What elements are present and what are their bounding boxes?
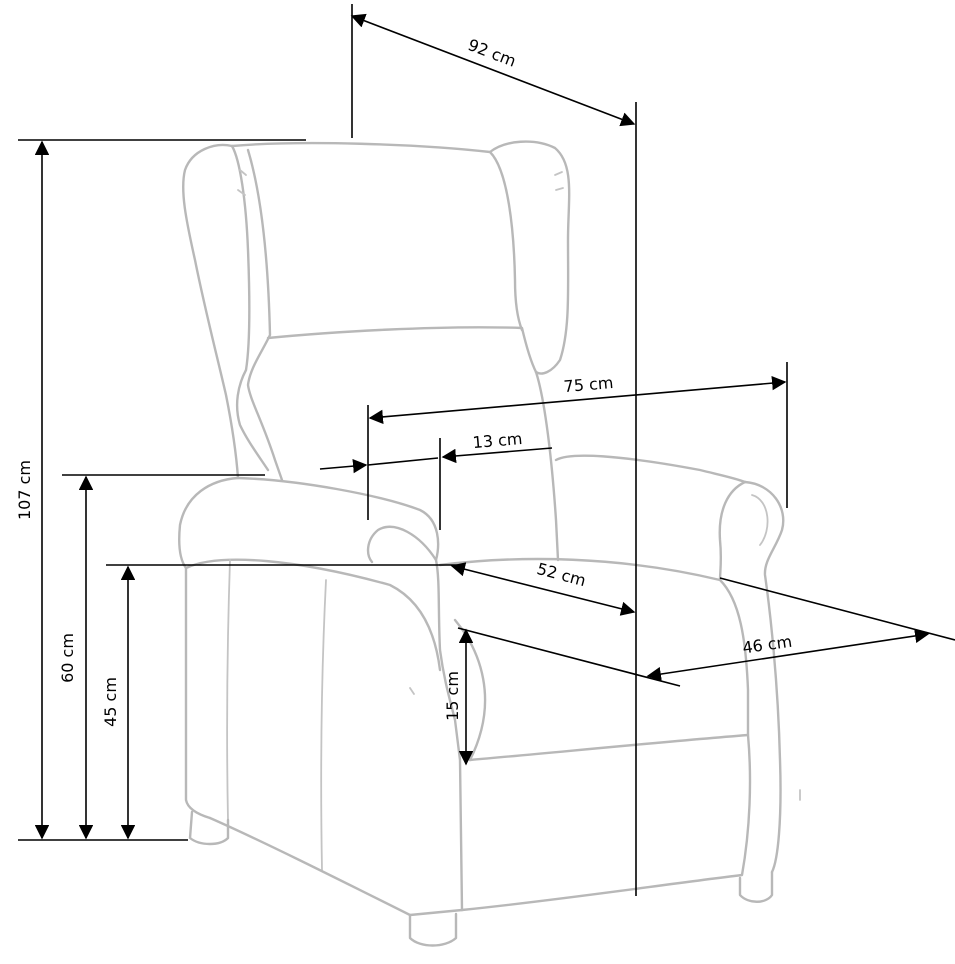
armrest-width-line <box>367 457 439 466</box>
left-front-foot <box>188 810 230 846</box>
left-wing-seam <box>237 169 247 196</box>
dimension-labels: 92 cm 107 cm 75 cm 13 cm 60 cm 45 cm 52 … <box>15 35 793 727</box>
right-wing-seam <box>554 171 564 191</box>
lower-back <box>534 370 560 562</box>
label-seat-thickness: 15 cm <box>443 671 462 721</box>
armrest-width-arrow-right <box>441 447 553 464</box>
back-cushion-left-edge <box>246 148 284 482</box>
seat-width-extension-left <box>457 627 681 687</box>
back-cushion-divider <box>266 326 538 374</box>
back-bottom-mark <box>409 687 801 801</box>
label-seat-depth: 52 cm <box>535 559 588 590</box>
left-bottom-edge <box>208 816 464 917</box>
dimension-lines <box>18 4 955 896</box>
seat-cushion <box>438 557 750 737</box>
seat-depth-arrow <box>450 562 636 616</box>
label-armrest-height: 60 cm <box>58 633 77 683</box>
seat-width-extension-right <box>719 577 955 641</box>
left-wing <box>182 143 240 480</box>
label-total-width: 75 cm <box>563 373 614 396</box>
left-side-seam-2 <box>320 579 327 871</box>
total-width-arrow <box>368 375 787 425</box>
label-seat-width: 46 cm <box>741 632 793 658</box>
right-wing <box>488 140 571 375</box>
right-foot <box>738 870 774 903</box>
right-armrest-curl <box>751 494 769 546</box>
left-armrest-front <box>434 558 464 912</box>
back-cushion <box>230 141 524 332</box>
label-seat-height: 45 cm <box>101 677 120 727</box>
recliner-chair-drawing <box>178 140 801 947</box>
footrest <box>460 733 752 912</box>
left-armrest-top <box>236 476 440 564</box>
left-side-seam-1 <box>226 559 231 821</box>
right-armrest <box>554 454 747 484</box>
label-armrest-width: 13 cm <box>472 429 523 452</box>
left-wing-inner <box>230 144 270 472</box>
left-side-panel <box>184 566 212 820</box>
label-total-height: 107 cm <box>15 460 34 520</box>
seat-width-arrow <box>646 628 930 682</box>
left-armrest <box>178 476 442 672</box>
right-armrest-front <box>718 480 747 582</box>
label-total-depth: 92 cm <box>465 35 518 71</box>
depth-dimension-arrow <box>350 13 636 127</box>
right-armrest-roll <box>743 480 785 874</box>
armrest-width-arrow-left <box>319 458 368 474</box>
center-foot <box>408 912 458 947</box>
